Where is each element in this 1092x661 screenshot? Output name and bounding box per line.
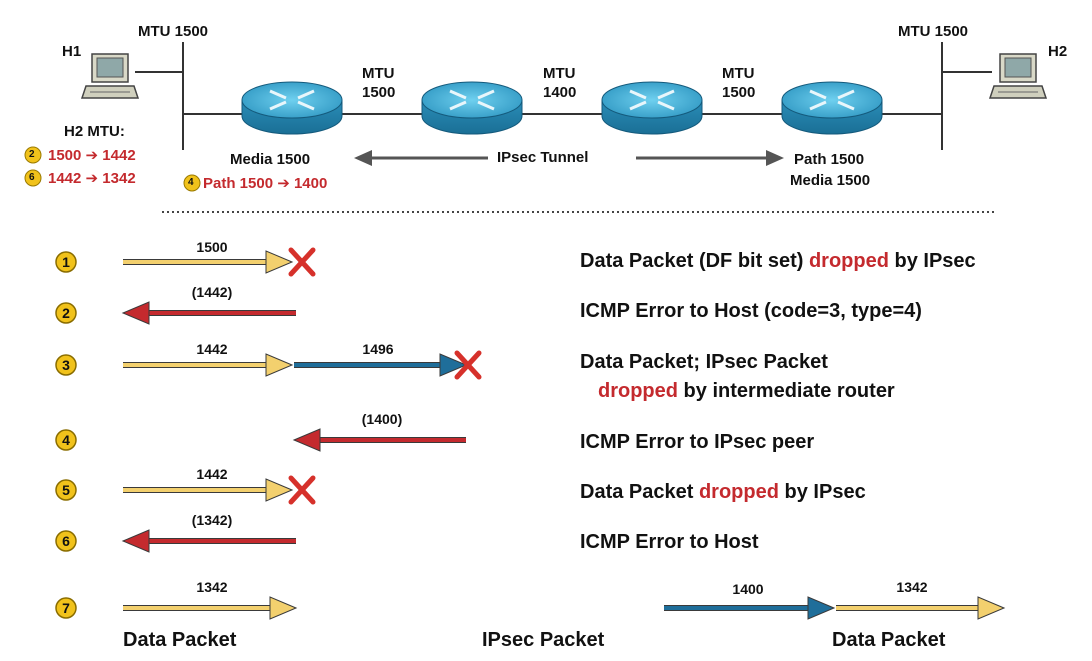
step-4-description: ICMP Error to IPsec peer xyxy=(580,431,815,453)
h2-mtu-step-6-to: 1342 xyxy=(102,170,136,187)
router-icon xyxy=(421,81,523,135)
h2-mtu-step-6-from: 1442 xyxy=(48,170,82,187)
h1-label: H1 xyxy=(62,43,82,60)
h2-mtu-step-2-to: 1442 xyxy=(102,147,136,164)
link-mtu-3-line1: MTU xyxy=(722,65,755,82)
h2-mtu-step-2-text: 1500 ➔ 1442 xyxy=(48,148,136,163)
router-icon xyxy=(241,81,343,135)
bottom-label-data-packet-left: Data Packet xyxy=(123,629,237,651)
path-step-text: Path 1500 ➔ 1400 xyxy=(203,176,327,191)
step-5-arrow-label: 1442 xyxy=(196,466,227,482)
step-3-desc-b: by intermediate router xyxy=(678,380,895,402)
path-right-label: Path 1500 xyxy=(794,151,865,168)
step-1-description: Data Packet (DF bit set) dropped by IPse… xyxy=(580,251,976,271)
h2-label: H2 xyxy=(1048,43,1068,60)
step-badge-number: 4 xyxy=(62,432,70,448)
h2-mtu-step-2-from: 1500 xyxy=(48,147,82,164)
data-packet-arrow xyxy=(123,353,294,377)
step-1-desc-a: Data Packet (DF bit set) xyxy=(580,250,809,272)
step-3-arrow-label-2: 1496 xyxy=(362,341,393,357)
step-badge-number: 7 xyxy=(62,600,70,616)
icmp-error-arrow xyxy=(121,529,296,553)
step-5-desc-red: dropped xyxy=(698,481,779,503)
step-6-description: ICMP Error to Host xyxy=(580,531,759,553)
h1-computer-icon xyxy=(80,53,140,99)
step-3-desc-red: dropped xyxy=(598,380,678,402)
step-6-arrow-label: (1342) xyxy=(192,512,232,528)
tunnel-right-arrowhead xyxy=(766,150,784,166)
data-packet-arrow xyxy=(836,596,1006,620)
link-mtu-2-line1: MTU xyxy=(543,65,576,82)
drop-x-icon xyxy=(454,350,482,380)
tunnel-label: IPsec Tunnel xyxy=(497,149,589,166)
h2-mtu-step-6-text: 1442 ➔ 1342 xyxy=(48,171,136,186)
link-mtu-1-line1: MTU xyxy=(362,65,395,82)
path-step-4-num: 4 xyxy=(188,177,194,188)
link-mtu-3-line2: 1500 xyxy=(722,84,756,101)
step-badge-number: 2 xyxy=(62,305,70,321)
h2-computer-icon xyxy=(988,53,1048,99)
mtu-right-label: MTU 1500 xyxy=(898,23,969,40)
step-badge-number: 5 xyxy=(62,482,70,498)
step-5-desc-b: by IPsec xyxy=(778,481,866,503)
step-3-description-line2: dropped by intermediate router xyxy=(598,381,895,401)
step-badge-number: 6 xyxy=(62,533,70,549)
router-icon xyxy=(601,81,703,135)
arrow-right-icon: ➔ xyxy=(85,170,99,187)
icmp-error-arrow xyxy=(292,428,466,452)
step-badge: 6 xyxy=(55,530,77,552)
path-step-4-badge xyxy=(183,174,201,192)
step-1-desc-b: by IPsec xyxy=(888,250,976,272)
step-badge: 7 xyxy=(55,597,77,619)
router-icon xyxy=(781,81,883,135)
step-5-description: Data Packet dropped by IPsec xyxy=(580,482,866,502)
h2-mtu-step-2-badge xyxy=(24,146,42,164)
data-packet-arrow xyxy=(123,478,294,502)
media-right-label: Media 1500 xyxy=(790,172,871,189)
link-mtu-1-line2: 1500 xyxy=(362,84,396,101)
path-text: Path 1500 xyxy=(203,175,274,192)
step-badge: 1 xyxy=(55,251,77,273)
step-badge: 3 xyxy=(55,354,77,376)
step-1-desc-red: dropped xyxy=(808,250,889,272)
step-badge-number: 1 xyxy=(62,254,70,270)
data-packet-arrow xyxy=(123,596,298,620)
step-7-arrow-label-3: 1342 xyxy=(896,579,927,595)
h2-mtu-step-6-badge xyxy=(24,169,42,187)
mtu-left-label: MTU 1500 xyxy=(138,23,209,40)
step-badge: 4 xyxy=(55,429,77,451)
drop-x-icon xyxy=(288,475,316,505)
step-7-arrow-label: 1342 xyxy=(196,579,227,595)
bottom-label-data-packet-right: Data Packet xyxy=(832,629,946,651)
step-2-arrow-label: (1442) xyxy=(192,284,232,300)
drop-x-icon xyxy=(288,247,316,277)
icmp-error-arrow xyxy=(121,301,296,325)
h2-mtu-step-2-num: 2 xyxy=(29,149,35,160)
ipsec-packet-arrow xyxy=(664,596,836,620)
step-5-desc-a: Data Packet xyxy=(580,481,699,503)
step-4-arrow-label: (1400) xyxy=(362,411,402,427)
h2-mtu-title: H2 MTU: xyxy=(64,123,125,140)
tunnel-left-arrowhead xyxy=(354,150,372,166)
media-left-label: Media 1500 xyxy=(230,151,311,168)
step-7-arrow-label-2: 1400 xyxy=(732,581,763,597)
ipsec-packet-arrow xyxy=(294,353,468,377)
step-3-arrow-label: 1442 xyxy=(196,341,227,357)
bottom-label-ipsec-packet: IPsec Packet xyxy=(482,629,605,651)
step-1-arrow-label: 1500 xyxy=(196,239,227,255)
step-2-description: ICMP Error to Host (code=3, type=4) xyxy=(580,300,922,322)
data-packet-arrow xyxy=(123,250,294,274)
link-mtu-2-line2: 1400 xyxy=(543,84,577,101)
path-to: 1400 xyxy=(293,175,328,192)
arrow-right-icon: ➔ xyxy=(85,147,99,164)
h2-mtu-step-6-num: 6 xyxy=(29,172,35,183)
step-3-description-line1: Data Packet; IPsec Packet xyxy=(580,351,828,373)
arrow-right-icon: ➔ xyxy=(277,175,290,192)
step-badge: 5 xyxy=(55,479,77,501)
step-badge: 2 xyxy=(55,302,77,324)
step-badge-number: 3 xyxy=(62,357,70,373)
